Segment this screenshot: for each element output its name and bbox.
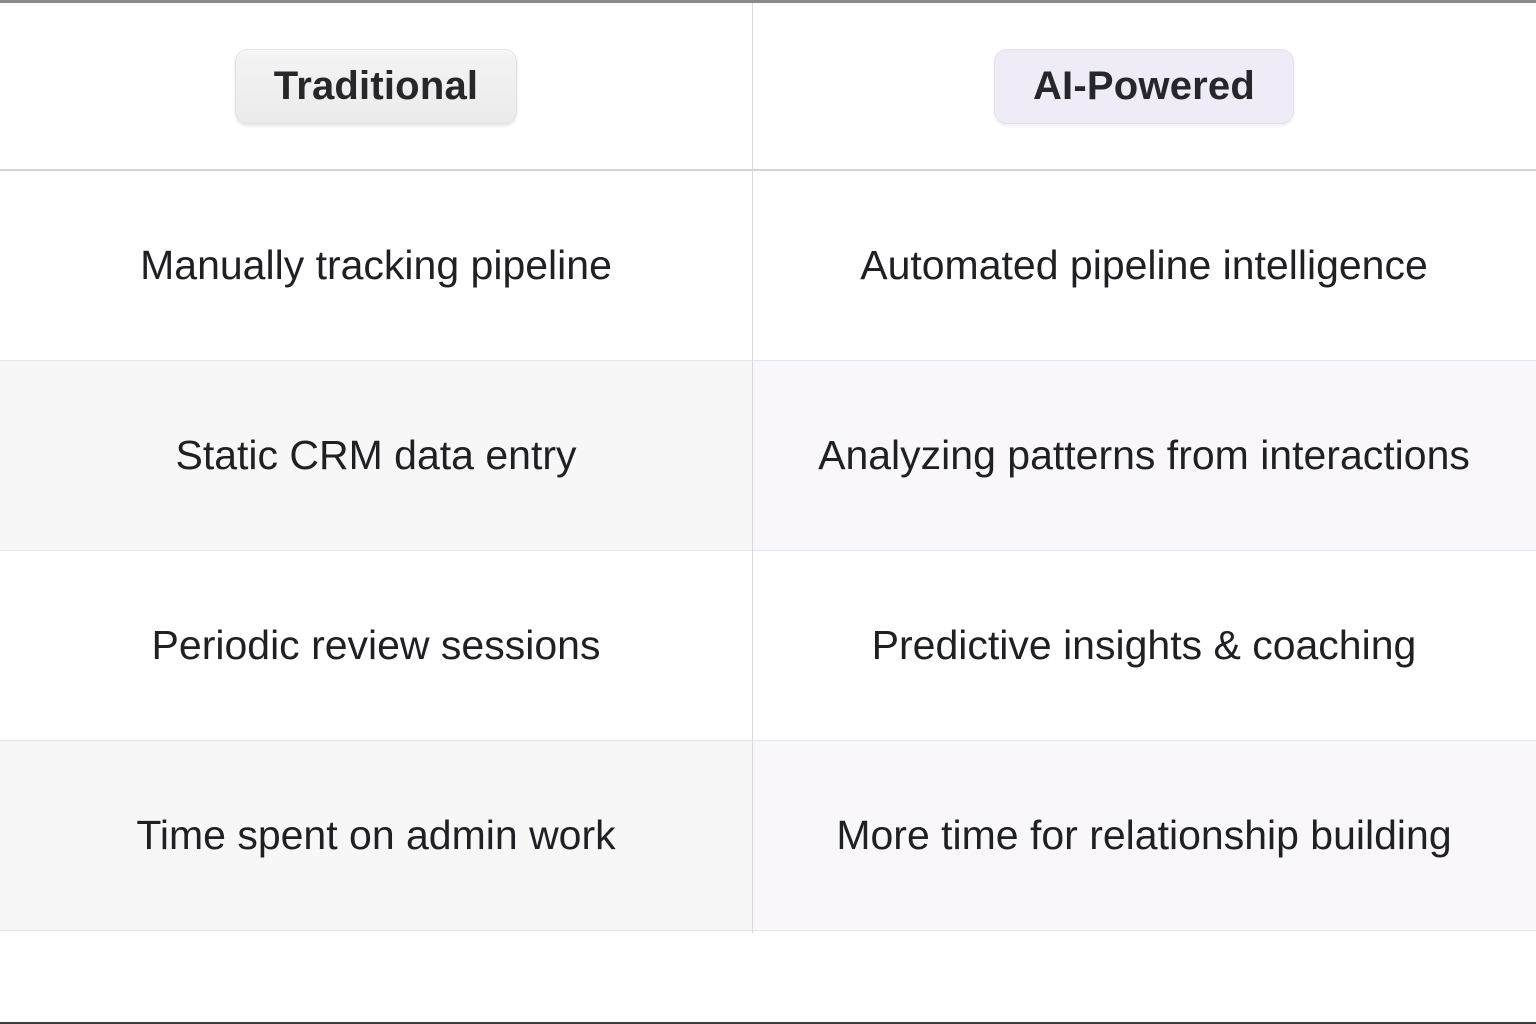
header-cell-traditional: Traditional <box>0 3 752 169</box>
column-badge-ai-powered: AI-Powered <box>993 48 1295 124</box>
cell-traditional: Periodic review sessions <box>0 551 752 740</box>
cell-ai-powered: Predictive insights & coaching <box>752 551 1536 740</box>
table-header-row: Traditional AI-Powered <box>0 3 1536 171</box>
table-row: Static CRM data entry Analyzing patterns… <box>0 361 1536 551</box>
table-row: Manually tracking pipeline Automated pip… <box>0 171 1536 361</box>
cell-ai-powered: Analyzing patterns from interactions <box>752 361 1536 550</box>
cell-traditional: Time spent on admin work <box>0 741 752 930</box>
cell-ai-powered: Automated pipeline intelligence <box>752 171 1536 360</box>
cell-traditional-empty <box>0 931 752 1017</box>
header-cell-ai-powered: AI-Powered <box>752 3 1536 169</box>
cell-ai-powered: More time for relationship building <box>752 741 1536 930</box>
cell-ai-powered-empty <box>752 931 1536 1017</box>
cell-traditional: Manually tracking pipeline <box>0 171 752 360</box>
cell-traditional: Static CRM data entry <box>0 361 752 550</box>
table-row: Periodic review sessions Predictive insi… <box>0 551 1536 741</box>
table-row-empty <box>0 931 1536 1017</box>
column-badge-traditional: Traditional <box>234 48 518 124</box>
table-row: Time spent on admin work More time for r… <box>0 741 1536 931</box>
